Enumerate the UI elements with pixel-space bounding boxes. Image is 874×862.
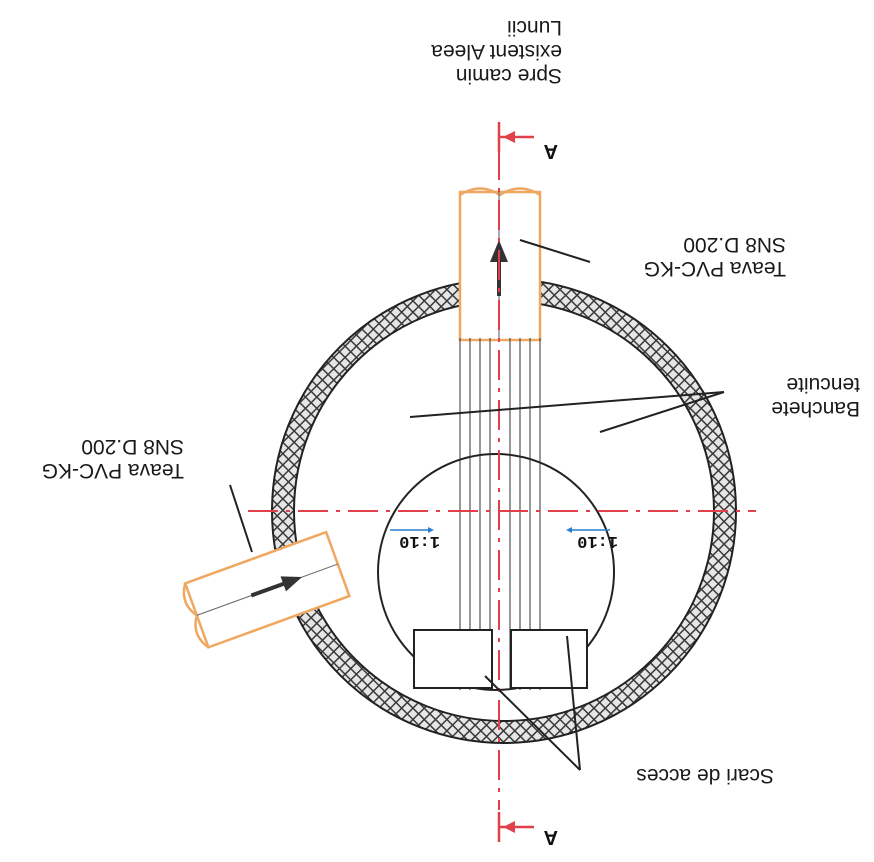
pipe-left	[182, 530, 352, 649]
pipe-top-label-line-1: Teava PVC-KG	[643, 257, 786, 280]
section-arrowhead-top	[503, 131, 515, 143]
ladder-right	[510, 629, 588, 689]
destination-line-3: Luncii	[507, 15, 562, 39]
section-label-top: A	[543, 140, 558, 162]
section-arrowhead-bottom	[503, 821, 515, 833]
slope-arrowhead-right	[566, 527, 572, 533]
pipe-left-label-line-1: Teava PVC-KG	[41, 459, 184, 482]
pipe-top-break	[459, 187, 541, 197]
inner-circle	[377, 453, 615, 691]
benches-label: Banchete tencuite	[771, 372, 860, 420]
benches-label-line-1: Banchete	[771, 397, 860, 420]
pipe-top-label: Teava PVC-KG SN8 D.200	[644, 232, 786, 280]
pipe-left-label: Teava PVC-KG SN8 D.200	[42, 434, 184, 482]
slope-arrowhead-left	[428, 527, 434, 533]
pipe-left-label-line-2: SN8 D.200	[81, 434, 184, 458]
leader-lines	[229, 239, 725, 771]
destination-label: Spre camin existent Aleea Luncii	[431, 15, 562, 87]
ladder-left	[413, 629, 493, 689]
slope-label-left: 1:10	[399, 531, 440, 550]
benches-label-line-2: tencuite	[786, 372, 860, 396]
pipe-top-label-line-2: SN8 D.200	[683, 232, 786, 256]
destination-line-2: existent Aleea	[431, 39, 562, 63]
ladders-label: Scari de acces	[636, 764, 774, 787]
slope-label-right: 1:10	[577, 531, 618, 550]
destination-line-1: Spre camin	[455, 64, 562, 87]
section-label-bottom: A	[543, 826, 558, 848]
